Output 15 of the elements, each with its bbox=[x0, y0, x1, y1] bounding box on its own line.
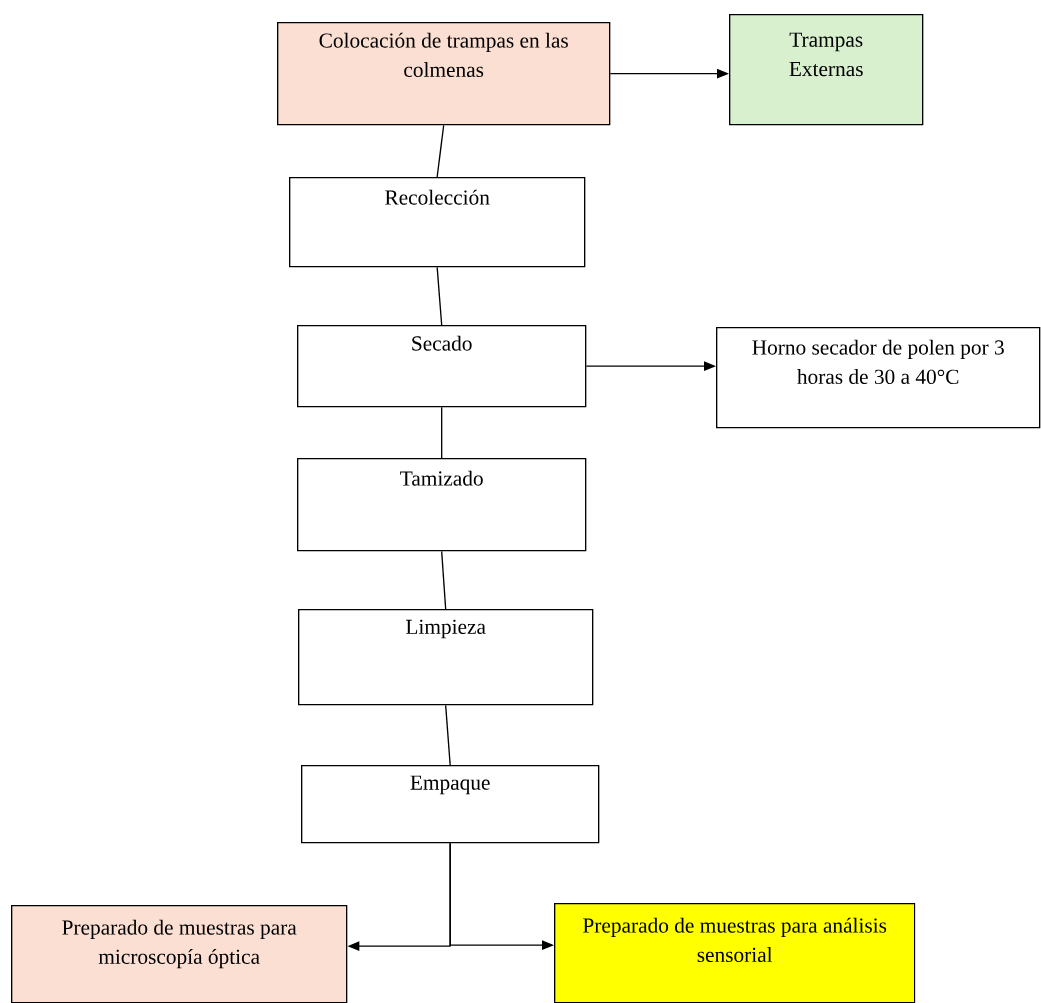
connector bbox=[441, 406, 443, 459]
process-box: Trampas Externas bbox=[729, 14, 924, 126]
process-box: Colocación de trampas en las colmenas bbox=[277, 22, 611, 126]
process-box: Tamizado bbox=[297, 458, 587, 552]
process-box: Horno secador de polen por 3 horas de 30 a 40°C bbox=[716, 327, 1041, 429]
connector bbox=[441, 550, 447, 610]
process-box: Secado bbox=[297, 325, 587, 408]
connector bbox=[445, 704, 451, 766]
connector bbox=[436, 124, 445, 178]
process-box: Preparado de muestras para microscopía óptica bbox=[11, 905, 348, 1003]
process-box: Recolección bbox=[289, 177, 586, 268]
connector bbox=[436, 266, 443, 326]
process-box: Limpieza bbox=[298, 609, 594, 706]
process-box: Preparado de muestras para análisis sensorial bbox=[554, 903, 916, 1003]
process-box: Empaque bbox=[301, 765, 600, 844]
